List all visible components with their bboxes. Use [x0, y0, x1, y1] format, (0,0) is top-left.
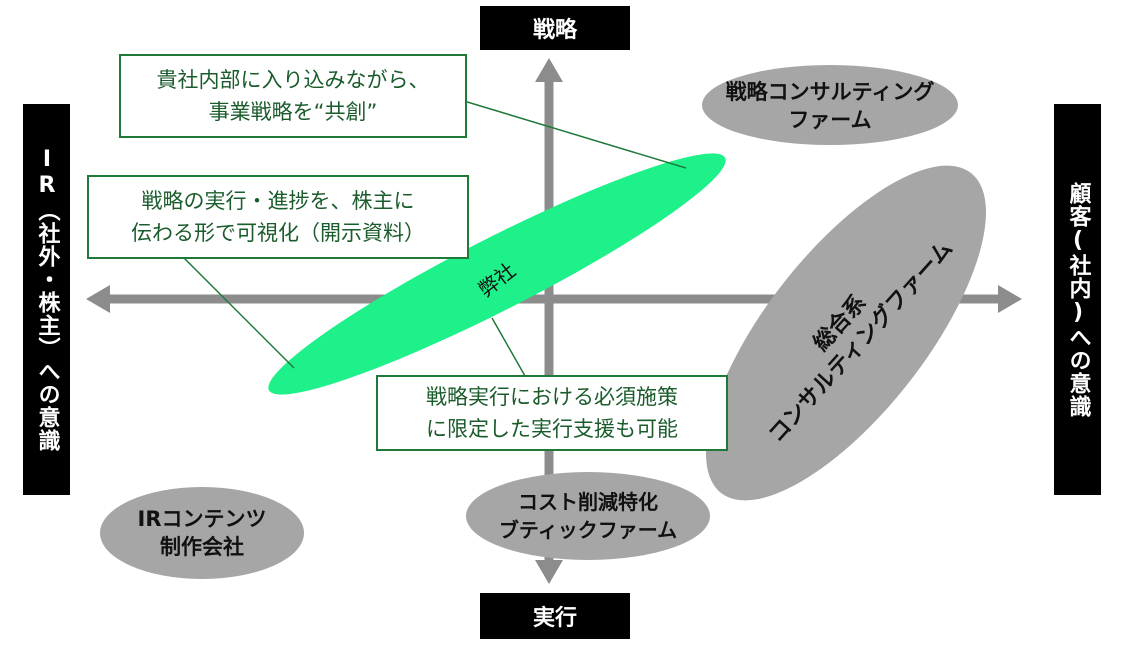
- axis-label-left: IR（社外・株主）への意識: [23, 104, 70, 495]
- callout-connectors: [181, 100, 687, 377]
- ir-content-line-2: 制作会社: [160, 535, 244, 559]
- connector-visualization: [181, 255, 295, 369]
- cost-boutique-line-1: コスト削減特化: [518, 490, 658, 514]
- strategy-consulting-ellipse: [702, 65, 958, 145]
- strategy-consulting-line-1: 戦略コンサルティング: [725, 80, 935, 104]
- axis-arrow-down: [535, 560, 563, 584]
- callout-visualization: 戦略の実行・進捗を、株主に 伝わる形で可視化（開示資料）: [87, 175, 469, 259]
- ir-content-label: IRコンテンツ 制作会社: [102, 503, 302, 563]
- axis-label-top: 戦略: [480, 6, 630, 50]
- ir-content-ellipse: [100, 487, 304, 579]
- general-consulting-ellipse: [706, 165, 986, 501]
- axis-arrow-up: [535, 58, 563, 82]
- axis-label-bottom: 実行: [480, 593, 630, 639]
- axis-arrow-right: [998, 285, 1022, 313]
- callout-cocreation: 貴社内部に入り込みながら、 事業戦略を“共創”: [119, 54, 467, 138]
- connector-cocreation: [463, 100, 687, 169]
- callout-cocreation-line-2: 事業戦略を“共創”: [208, 100, 378, 124]
- self-ellipse: [268, 153, 726, 395]
- callout-execution-line-1: 戦略実行における必須施策: [426, 385, 678, 409]
- cost-boutique-ellipse: [466, 472, 710, 560]
- callout-visualization-line-2: 伝わる形で可視化（開示資料）: [131, 221, 425, 245]
- axis-arrow-left: [86, 285, 110, 313]
- callout-cocreation-line-1: 貴社内部に入り込みながら、: [156, 68, 430, 92]
- callout-execution: 戦略実行における必須施策 に限定した実行支援も可能: [376, 375, 728, 451]
- cost-boutique-line-2: ブティックファーム: [498, 518, 678, 542]
- callout-visualization-line-1: 戦略の実行・進捗を、株主に: [141, 189, 415, 213]
- cost-boutique-label: コスト削減特化 ブティックファーム: [468, 486, 708, 546]
- strategy-consulting-line-2: ファーム: [788, 108, 872, 132]
- callout-execution-line-2: に限定した実行支援も可能: [426, 417, 678, 441]
- axis-label-right: 顧客(社内)への意識: [1054, 104, 1101, 495]
- connector-execution: [491, 317, 526, 377]
- ir-content-line-1: IRコンテンツ: [137, 507, 267, 531]
- strategy-consulting-label: 戦略コンサルティング ファーム: [702, 76, 958, 136]
